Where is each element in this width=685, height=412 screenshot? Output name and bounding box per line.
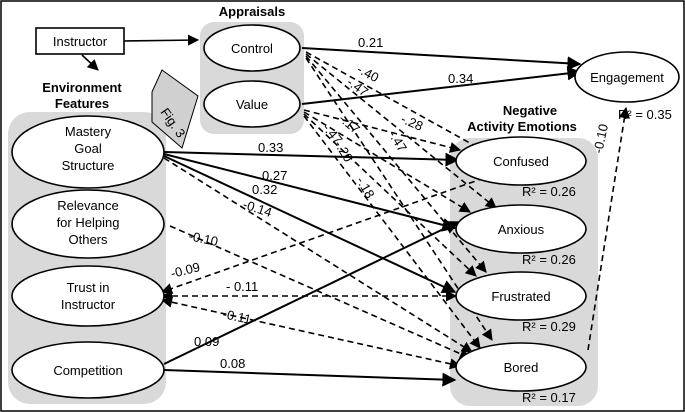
coef-trust-frustrated: - 0.11 xyxy=(226,279,258,294)
bored-node xyxy=(455,342,587,392)
relevance-label-3: Others xyxy=(68,232,108,247)
path-instructor-control xyxy=(123,34,200,46)
coef-competition-anxious: 0.09 xyxy=(194,334,219,349)
appraisals-heading: Appraisals xyxy=(219,4,285,19)
path-value-confused xyxy=(303,109,462,153)
confused-label: Confused xyxy=(493,154,549,169)
trust-label-1: Trust in xyxy=(67,280,110,295)
path-instructor-environment xyxy=(81,54,99,71)
coef-mastery-confused: 0.33 xyxy=(258,140,283,155)
trust-label-2: Instructor xyxy=(61,297,116,312)
path-value-engagement xyxy=(301,66,582,105)
path-mastery-frustrated xyxy=(163,155,457,294)
coef-relevance-bored: -0.10 xyxy=(187,228,219,249)
trust-node xyxy=(11,265,165,327)
control-label: Control xyxy=(231,41,273,56)
path-bored-engagement xyxy=(587,106,630,351)
r2-confused: R² = 0.26 xyxy=(522,184,576,199)
path-mastery-confused xyxy=(163,151,460,167)
path-value-anxious xyxy=(303,111,471,213)
coef-bored-engagement: -0.10 xyxy=(590,123,611,155)
competition-label: Competition xyxy=(53,363,122,378)
relevance-label-2: for Helping xyxy=(57,215,120,230)
coef-competition-bored: 0.08 xyxy=(220,356,245,371)
environment-heading-1: Environment xyxy=(42,80,122,95)
coef-control-neg-3: -.47 xyxy=(385,128,410,155)
anxious-label: Anxious xyxy=(498,222,545,237)
coef-control-neg-4: -.28 xyxy=(399,111,426,134)
frustrated-node xyxy=(455,271,587,321)
coef-mastery-anxious: 0.27 xyxy=(262,168,287,183)
environment-heading-2: Features xyxy=(55,96,109,111)
path-control-engagement xyxy=(301,47,582,71)
relevance-label-1: Relevance xyxy=(57,198,118,213)
r2-anxious: R² = 0.26 xyxy=(522,252,576,267)
value-node xyxy=(203,80,301,128)
coef-trust-confused: -0.09 xyxy=(169,259,201,281)
control-node xyxy=(203,24,301,72)
engagement-node xyxy=(574,51,680,103)
relevance-node xyxy=(11,189,165,259)
anxious-node xyxy=(455,204,587,254)
r2-frustrated: R² = 0.29 xyxy=(522,319,576,334)
r2-bored: R² = 0.17 xyxy=(522,390,576,405)
path-mastery-bored xyxy=(163,157,473,353)
path-control-anxious xyxy=(305,53,497,209)
engagement-label: Engagement xyxy=(590,70,664,85)
fig3-callout-shape xyxy=(151,69,199,149)
mastery-label-3: Structure xyxy=(62,158,115,173)
path-trust-confused xyxy=(160,177,485,294)
frustrated-label: Frustrated xyxy=(491,289,550,304)
value-label: Value xyxy=(236,97,268,112)
coef-value-neg-4: -.18 xyxy=(353,174,377,201)
r2-engagement: R² = 0.35 xyxy=(618,107,672,122)
mastery-node xyxy=(11,115,165,189)
bored-label: Bored xyxy=(504,360,539,375)
coef-value-engagement: 0.34 xyxy=(448,71,473,86)
coef-mastery-frustrated: 0.32 xyxy=(252,182,277,197)
negative-heading-1: Negative xyxy=(503,103,557,118)
instructor-label: Instructor xyxy=(53,34,108,49)
negative-heading-2: Activity Emotions xyxy=(467,119,577,134)
path-control-frustrated xyxy=(305,55,487,273)
competition-node xyxy=(11,341,165,399)
coef-trust-bored: -0.11 xyxy=(221,306,252,327)
confused-node xyxy=(455,136,587,186)
path-competition-bored xyxy=(163,369,457,387)
instructor-box xyxy=(35,27,125,55)
path-mastery-anxious xyxy=(163,153,457,232)
mastery-label-2: Goal xyxy=(74,141,102,156)
path-trust-bored xyxy=(160,296,462,370)
path-control-confused xyxy=(305,51,487,153)
coef-control-engagement: 0.21 xyxy=(358,35,383,50)
mastery-label-1: Mastery xyxy=(65,124,112,139)
